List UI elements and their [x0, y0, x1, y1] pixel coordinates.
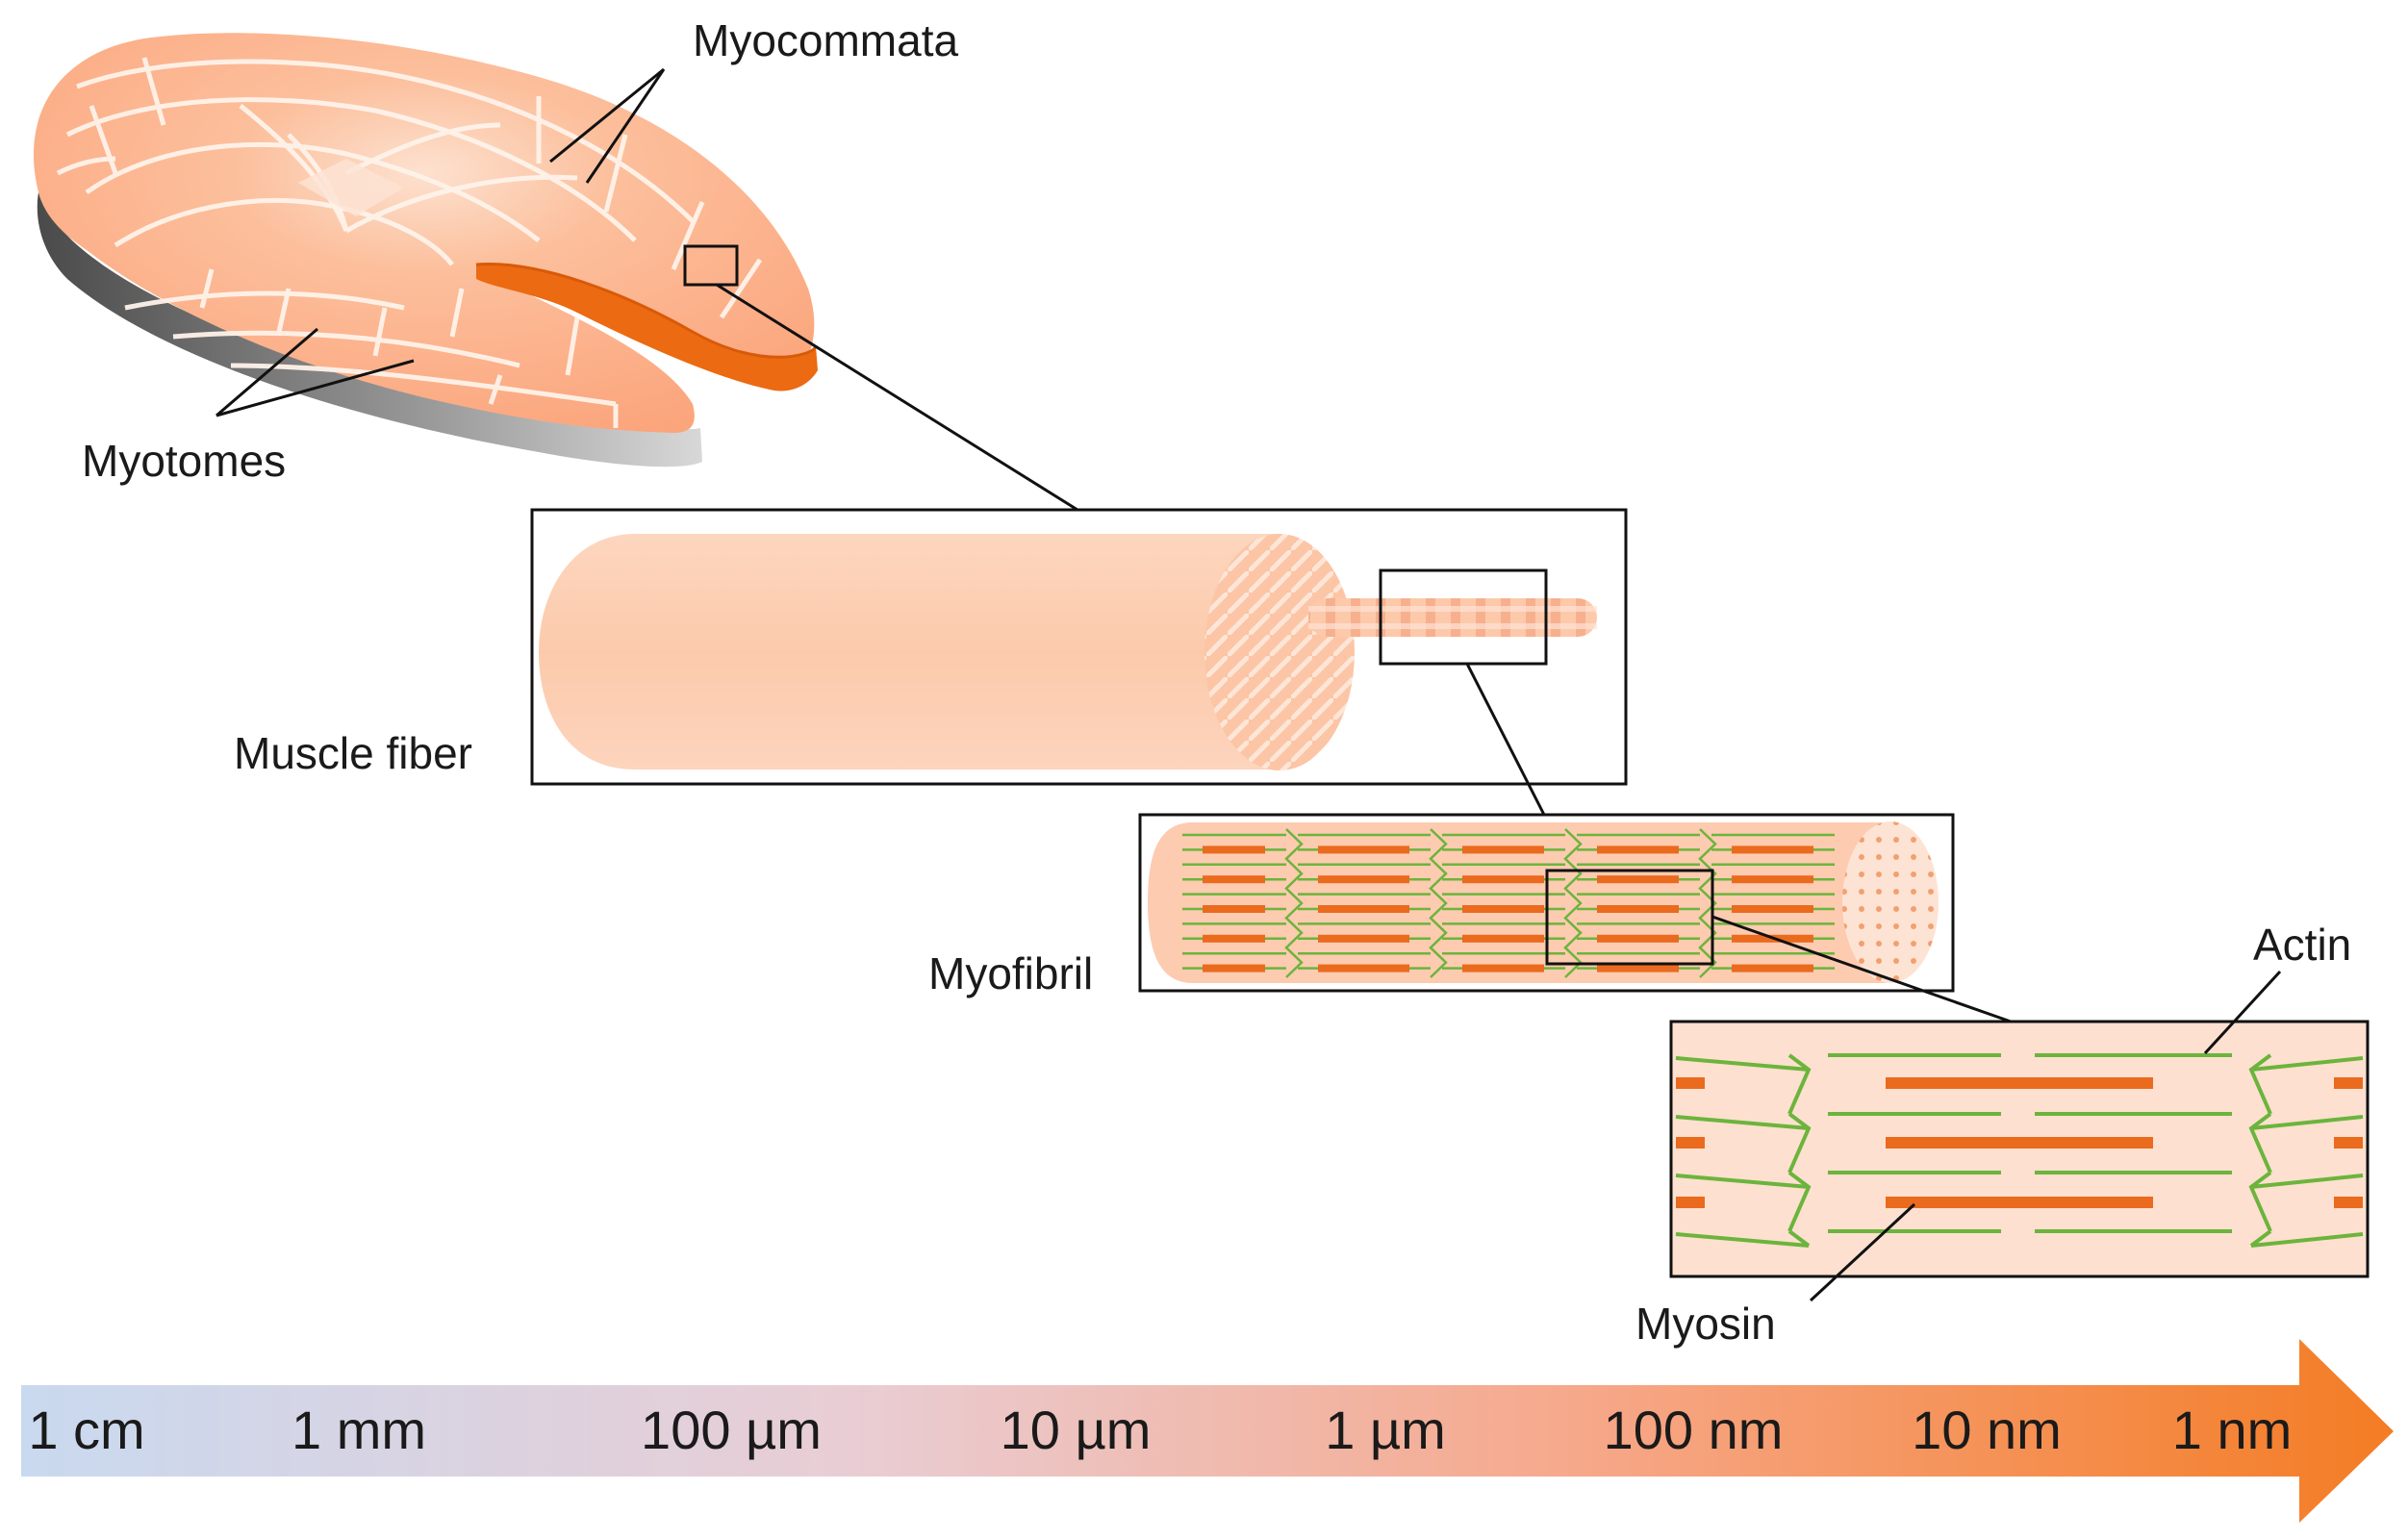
myocommata-label: Myocommata	[693, 15, 958, 65]
myotomes-pointer-2	[215, 359, 415, 417]
myofibril-myosin	[1318, 964, 1409, 972]
myofibril-myosin	[1318, 905, 1409, 913]
myofibril-myosin	[1732, 905, 1813, 913]
sarcomere-outer-actin	[2250, 1174, 2364, 1189]
sarcomere-myosin-edge	[2334, 1077, 2363, 1089]
myofibril-panel	[1138, 813, 1955, 993]
sarcomere-frame	[1669, 1020, 2370, 1278]
scale-tick-label: 100 nm	[1604, 1400, 1784, 1460]
myofibril-myosin	[1597, 964, 1679, 972]
scale-tick-label: 1 cm	[28, 1400, 144, 1460]
steak-zoom-box	[683, 244, 739, 287]
myotomes-pointer-1	[215, 327, 318, 417]
myofibril-myosin	[1462, 934, 1544, 943]
myofibril-myosin	[1732, 846, 1813, 854]
myofibril-z-line	[1429, 828, 1448, 978]
fiber-cylinder	[539, 534, 1280, 770]
myofibril-cylinder	[1148, 822, 1886, 983]
steak-side	[37, 192, 702, 467]
sarcomere-myosin-edge	[2334, 1197, 2363, 1208]
scale-tick-label: 100 µm	[641, 1400, 822, 1460]
myofibril-myosin	[1462, 964, 1544, 972]
sarcomere-outer-actin	[1675, 1174, 1810, 1189]
actin-label: Actin	[2253, 920, 2351, 970]
scale-tick-label: 10 nm	[1912, 1400, 2062, 1460]
myofibril-myosin	[1597, 846, 1679, 854]
muscle-fiber-label: Muscle fiber	[234, 728, 472, 778]
fiber-myofibril	[1308, 598, 1597, 637]
sarcomere-myosin-edge	[1676, 1077, 1705, 1089]
scale-arrow: 1 cm 1 mm 100 µm 10 µm 1 µm 100 nm 10 nm 1 nm	[21, 1339, 2394, 1523]
sarcomere-filaments	[1675, 1053, 2364, 1248]
myocommata-pointer-2	[585, 68, 666, 184]
fiber-end-cap	[1204, 534, 1355, 770]
salmon-steak	[33, 33, 818, 467]
myosin-label: Myosin	[1635, 1299, 1776, 1349]
myofibril-myosin	[1597, 875, 1679, 884]
myofibril-myosin	[1597, 905, 1679, 913]
scale-tick-label: 1 nm	[2172, 1400, 2293, 1460]
myofibril-label: Myofibril	[928, 948, 1093, 998]
zoom-line-1	[716, 283, 1078, 512]
steak-face	[33, 33, 815, 434]
myofibril-z-line	[1563, 828, 1583, 978]
myofibril-myosin	[1203, 905, 1265, 913]
myofibril-myosin	[1203, 875, 1265, 884]
scale-tick-label: 1 mm	[291, 1400, 426, 1460]
myofibril-myosin	[1203, 934, 1265, 943]
scale-ticks: 1 cm 1 mm 100 µm 10 µm 1 µm 100 nm 10 nm 1 nm	[28, 1400, 2292, 1460]
muscle-fiber-panel	[530, 508, 1628, 786]
zoom-line-3	[1711, 915, 2012, 1023]
fiber-zoom-box	[1379, 568, 1548, 666]
scale-tick-label: 1 µm	[1325, 1400, 1446, 1460]
myofibril-z-line	[1698, 828, 1717, 978]
myotomes-label: Myotomes	[82, 436, 286, 486]
sarcomere-myosin	[1886, 1197, 2153, 1208]
myocommata-pointer-1	[549, 67, 665, 164]
myofibril-myosin	[1732, 875, 1813, 884]
sarcomere-myosin-edge	[2334, 1137, 2363, 1149]
sarcomere-outer-actin	[1675, 1232, 1810, 1248]
steak-center	[298, 159, 404, 216]
sarcomere-outer-actin	[1675, 1056, 1810, 1072]
sarcomere-outer-actin	[2250, 1232, 2364, 1248]
myofibril-myosin	[1732, 964, 1813, 972]
myofibril-myosin	[1203, 846, 1265, 854]
myofibril-myosin	[1462, 846, 1544, 854]
myofibril-myosin	[1462, 905, 1544, 913]
myofibril-myosin	[1318, 934, 1409, 943]
myofibril-z-line	[1284, 828, 1304, 978]
myofibril-filaments	[1182, 828, 1835, 978]
zoom-line-2	[1465, 663, 1546, 816]
myofibril-myosin	[1318, 846, 1409, 854]
sarcomere-myosin-edge	[1676, 1197, 1705, 1208]
scale-arrow-shape	[21, 1339, 2394, 1523]
scale-tick-label: 10 µm	[1001, 1400, 1152, 1460]
actin-pointer	[2203, 970, 2282, 1055]
myofibril-end-cap	[1842, 821, 1939, 983]
sarcomere-outer-actin	[1675, 1115, 1810, 1130]
sarcomere-myosin	[1886, 1077, 2153, 1089]
myofibril-myosin	[1203, 964, 1265, 972]
myofibril-myosin	[1318, 875, 1409, 884]
myocommata-lines	[56, 57, 763, 428]
myofibril-myosin	[1597, 934, 1679, 943]
sarcomere-outer-actin	[2250, 1056, 2364, 1072]
sarcomere-myosin-edge	[1676, 1137, 1705, 1149]
sarcomere-panel	[1669, 1020, 2370, 1278]
myosin-pointer	[1809, 1202, 1916, 1302]
sarcomere-myosin	[1886, 1137, 2153, 1149]
belly-flap	[476, 264, 818, 391]
sarcomere-outer-actin	[2250, 1115, 2364, 1130]
myofibril-myosin	[1462, 875, 1544, 884]
